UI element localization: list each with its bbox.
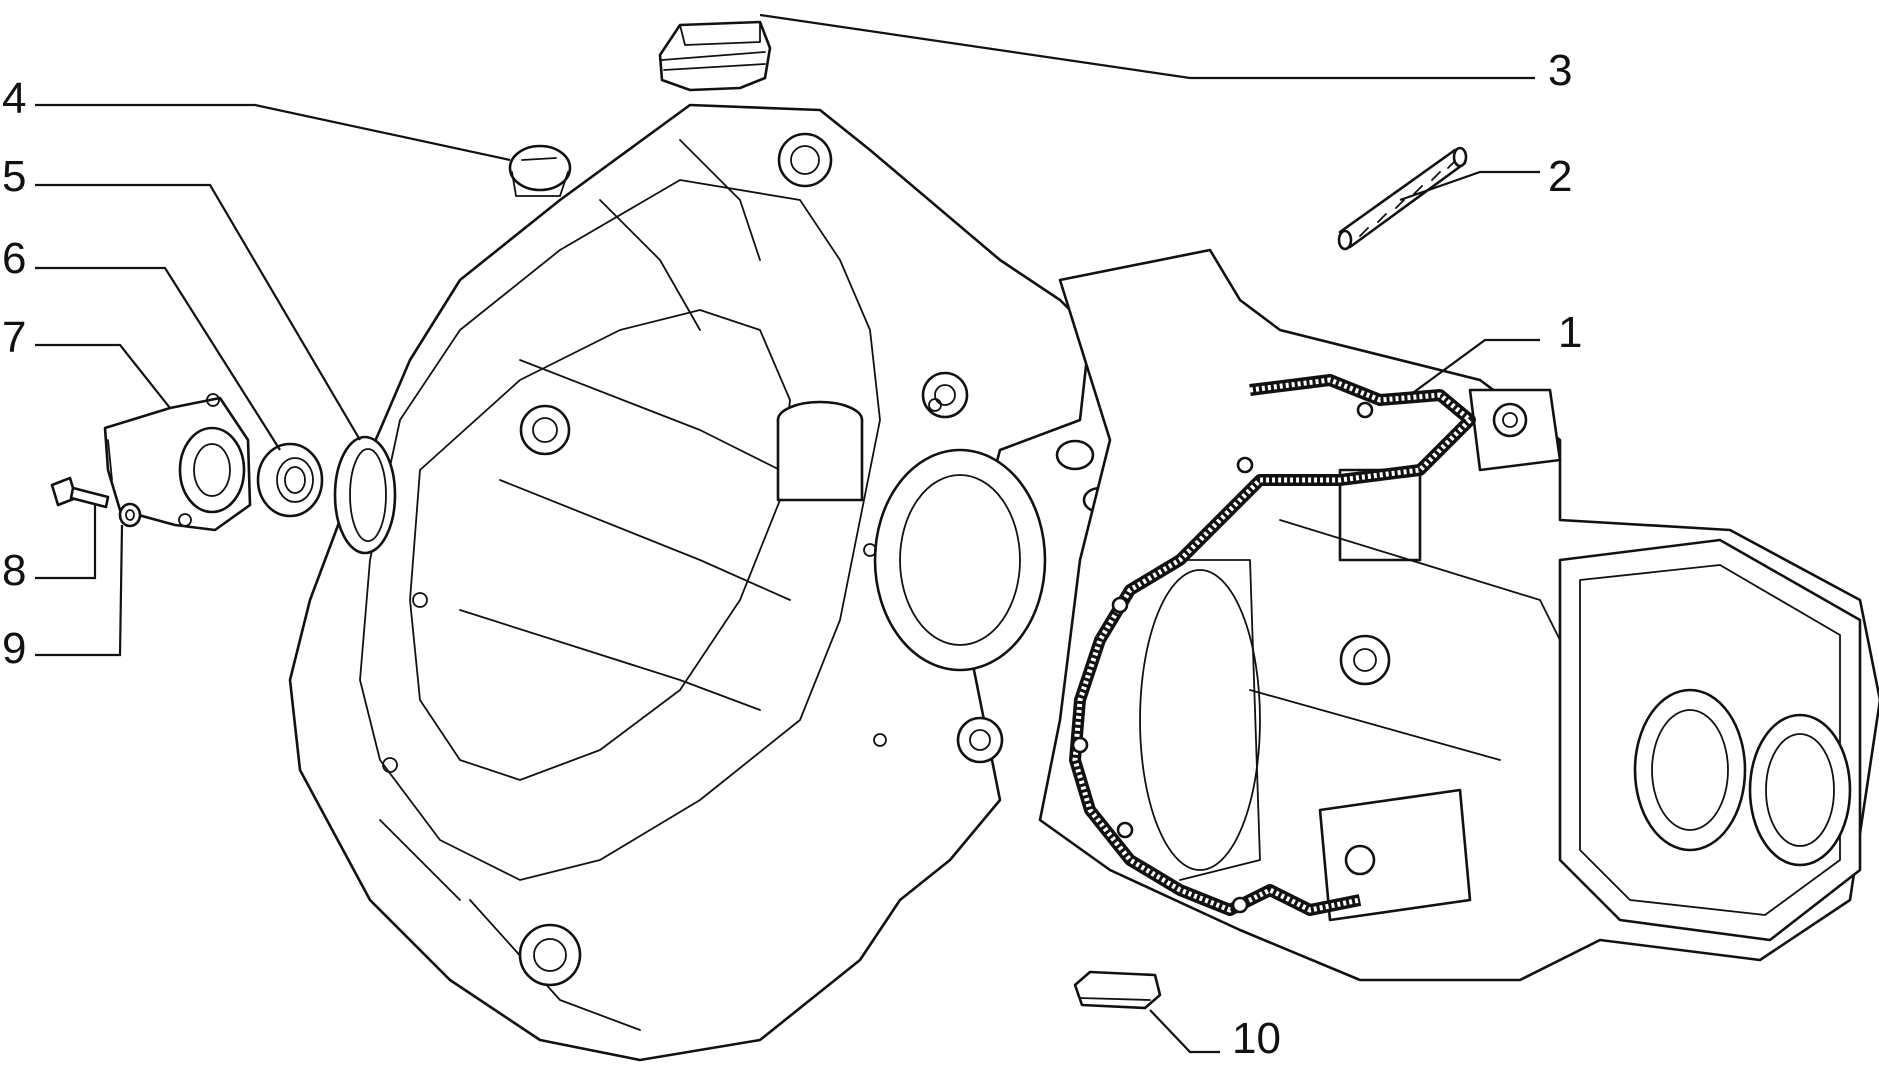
plug-part-3 [658, 20, 772, 92]
leader-5 [35, 183, 361, 441]
leader-lines [35, 13, 1540, 1054]
leader-2 [1399, 170, 1540, 202]
leader-1 [1409, 338, 1540, 396]
leader-3 [759, 13, 1535, 80]
guide-sleeve-part-7 [103, 393, 252, 532]
callout-8: 8 [2, 546, 26, 595]
callout-7: 7 [2, 313, 26, 362]
leader-4 [35, 103, 511, 162]
callout-2: 2 [1548, 152, 1572, 201]
leader-10 [1149, 1009, 1220, 1054]
callout-9: 9 [2, 624, 26, 673]
gasket-part-1 [1069, 374, 1476, 916]
callout-5: 5 [2, 152, 26, 201]
bearing-part-6 [256, 442, 324, 518]
callout-1: 1 [1558, 308, 1582, 357]
washer-part-9 [118, 502, 142, 528]
gearbox-casing [1038, 248, 1879, 982]
leader-9 [35, 524, 124, 657]
bolt-part-8 [50, 476, 110, 509]
clutch-housing [288, 103, 1150, 1062]
callout-4: 4 [2, 74, 26, 123]
seal-ring-part-5 [333, 435, 397, 555]
pad-part-10 [1073, 970, 1162, 1010]
cap-part-4 [508, 144, 572, 197]
leader-7 [35, 343, 171, 409]
callout-labels: 1 2 3 4 5 6 7 8 9 10 [2, 46, 1582, 1063]
callout-10: 10 [1232, 1014, 1281, 1063]
callout-3: 3 [1548, 46, 1572, 95]
leader-8 [35, 505, 97, 580]
leader-6 [35, 266, 281, 451]
callout-6: 6 [2, 234, 26, 283]
